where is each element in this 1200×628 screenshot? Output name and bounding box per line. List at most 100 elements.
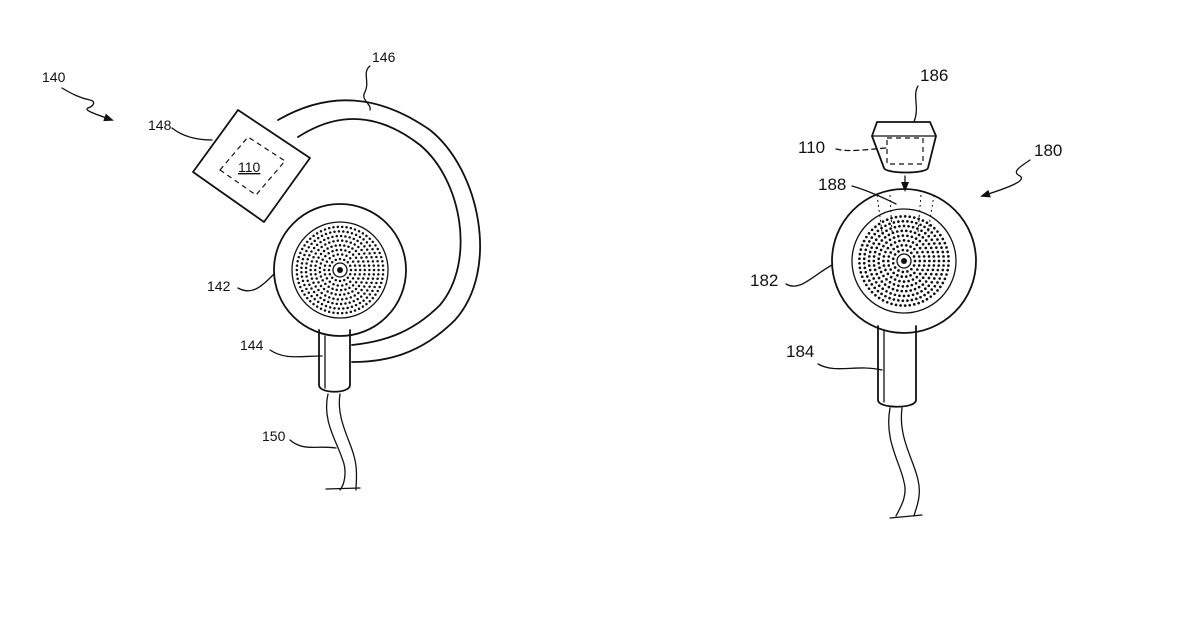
grille-hole — [877, 284, 881, 288]
grille-hole — [915, 243, 919, 247]
grille-hole — [902, 294, 906, 298]
grille-hole — [918, 259, 922, 263]
grille-hole — [299, 251, 302, 255]
grille-hole — [906, 220, 909, 223]
grille-hole — [885, 289, 888, 293]
grille-hole — [858, 266, 862, 270]
grille-hole — [328, 264, 332, 268]
grille-hole — [867, 259, 871, 263]
grille-hole — [918, 246, 922, 250]
grille-hole — [911, 241, 915, 244]
grille-hole — [883, 236, 887, 239]
grille-hole — [936, 289, 939, 292]
grille-hole — [342, 278, 346, 282]
earbud-center-dot — [337, 267, 343, 273]
grille-hole — [360, 281, 363, 284]
grille-hole — [340, 225, 344, 229]
grille-hole — [936, 268, 940, 272]
grille-hole — [926, 268, 930, 272]
grille-hole — [874, 238, 878, 242]
grille-hole — [909, 230, 913, 233]
grille-hole — [873, 268, 877, 272]
leader-188 — [851, 185, 897, 205]
grille-hole — [376, 289, 380, 293]
grille-hole — [363, 264, 366, 267]
grille-hole — [340, 284, 344, 287]
grille-hole — [349, 268, 353, 272]
grille-hole — [924, 239, 928, 242]
grille-hole — [303, 244, 306, 247]
grille-hole — [878, 266, 881, 270]
grille-hole — [915, 275, 919, 279]
grille-hole — [872, 264, 876, 267]
grille-hole — [877, 222, 881, 226]
grille-hole — [931, 250, 935, 254]
grille-hole — [892, 236, 896, 239]
grille-hole — [863, 252, 867, 256]
grille-hole — [368, 293, 372, 296]
grille-hole — [906, 249, 909, 252]
grille-hole — [328, 256, 332, 260]
grille-hole — [934, 246, 938, 249]
grille-hole — [892, 298, 896, 301]
cable-184-cut — [889, 514, 923, 519]
grille-hole — [326, 290, 329, 293]
grille-hole — [319, 275, 323, 278]
grille-hole — [333, 306, 336, 310]
grille-hole — [372, 268, 376, 272]
grille-hole — [368, 268, 371, 272]
grille-hole — [320, 291, 323, 295]
grille-hole — [943, 241, 947, 245]
grille-hole — [309, 273, 313, 276]
grille-hole — [872, 277, 876, 280]
grille-hole — [379, 255, 383, 259]
grille-hole — [884, 224, 887, 228]
grille-hole — [330, 276, 334, 280]
grille-hole — [357, 229, 361, 233]
grille-hole — [936, 250, 940, 254]
grille-hole — [351, 284, 355, 287]
grille-hole — [932, 259, 936, 263]
grille-hole — [876, 289, 880, 293]
grille-hole — [932, 264, 936, 267]
grille-hole — [317, 281, 320, 284]
grille-hole — [867, 264, 871, 267]
grille-hole — [349, 226, 353, 230]
grille-hole — [928, 259, 931, 263]
grille-hole — [900, 289, 904, 293]
grille-hole — [930, 280, 934, 284]
grille-hole — [306, 279, 309, 282]
grille-hole — [296, 260, 299, 263]
grille-hole — [353, 243, 356, 246]
grille-hole — [910, 298, 914, 302]
grille-hole — [932, 292, 936, 296]
grille-hole — [896, 220, 900, 223]
grille-hole — [356, 297, 359, 301]
grille-hole — [381, 264, 385, 267]
grille-hole — [322, 287, 326, 291]
grille-hole — [927, 264, 931, 267]
grille-hole — [877, 276, 881, 280]
grille-hole — [303, 283, 306, 287]
grille-hole — [884, 268, 887, 272]
grille-hole — [352, 299, 356, 303]
grille-hole — [373, 285, 376, 289]
grille-hole — [880, 292, 883, 296]
ref-label-184: 184 — [786, 342, 814, 361]
grille-hole — [870, 283, 874, 286]
grille-hole — [368, 300, 372, 303]
grille-hole — [328, 296, 331, 299]
leader-186 — [913, 85, 919, 123]
grille-hole — [865, 235, 868, 239]
grille-hole — [917, 264, 921, 267]
leader-184 — [817, 363, 883, 371]
grille-hole — [354, 268, 357, 272]
grille-hole — [900, 229, 904, 233]
grille-hole — [344, 235, 347, 238]
grille-hole — [354, 287, 358, 291]
grille-hole — [901, 248, 905, 252]
ref-label-188: 188 — [818, 175, 846, 194]
grille-hole — [870, 273, 874, 276]
grille-hole — [345, 282, 348, 286]
grille-hole — [921, 242, 925, 246]
